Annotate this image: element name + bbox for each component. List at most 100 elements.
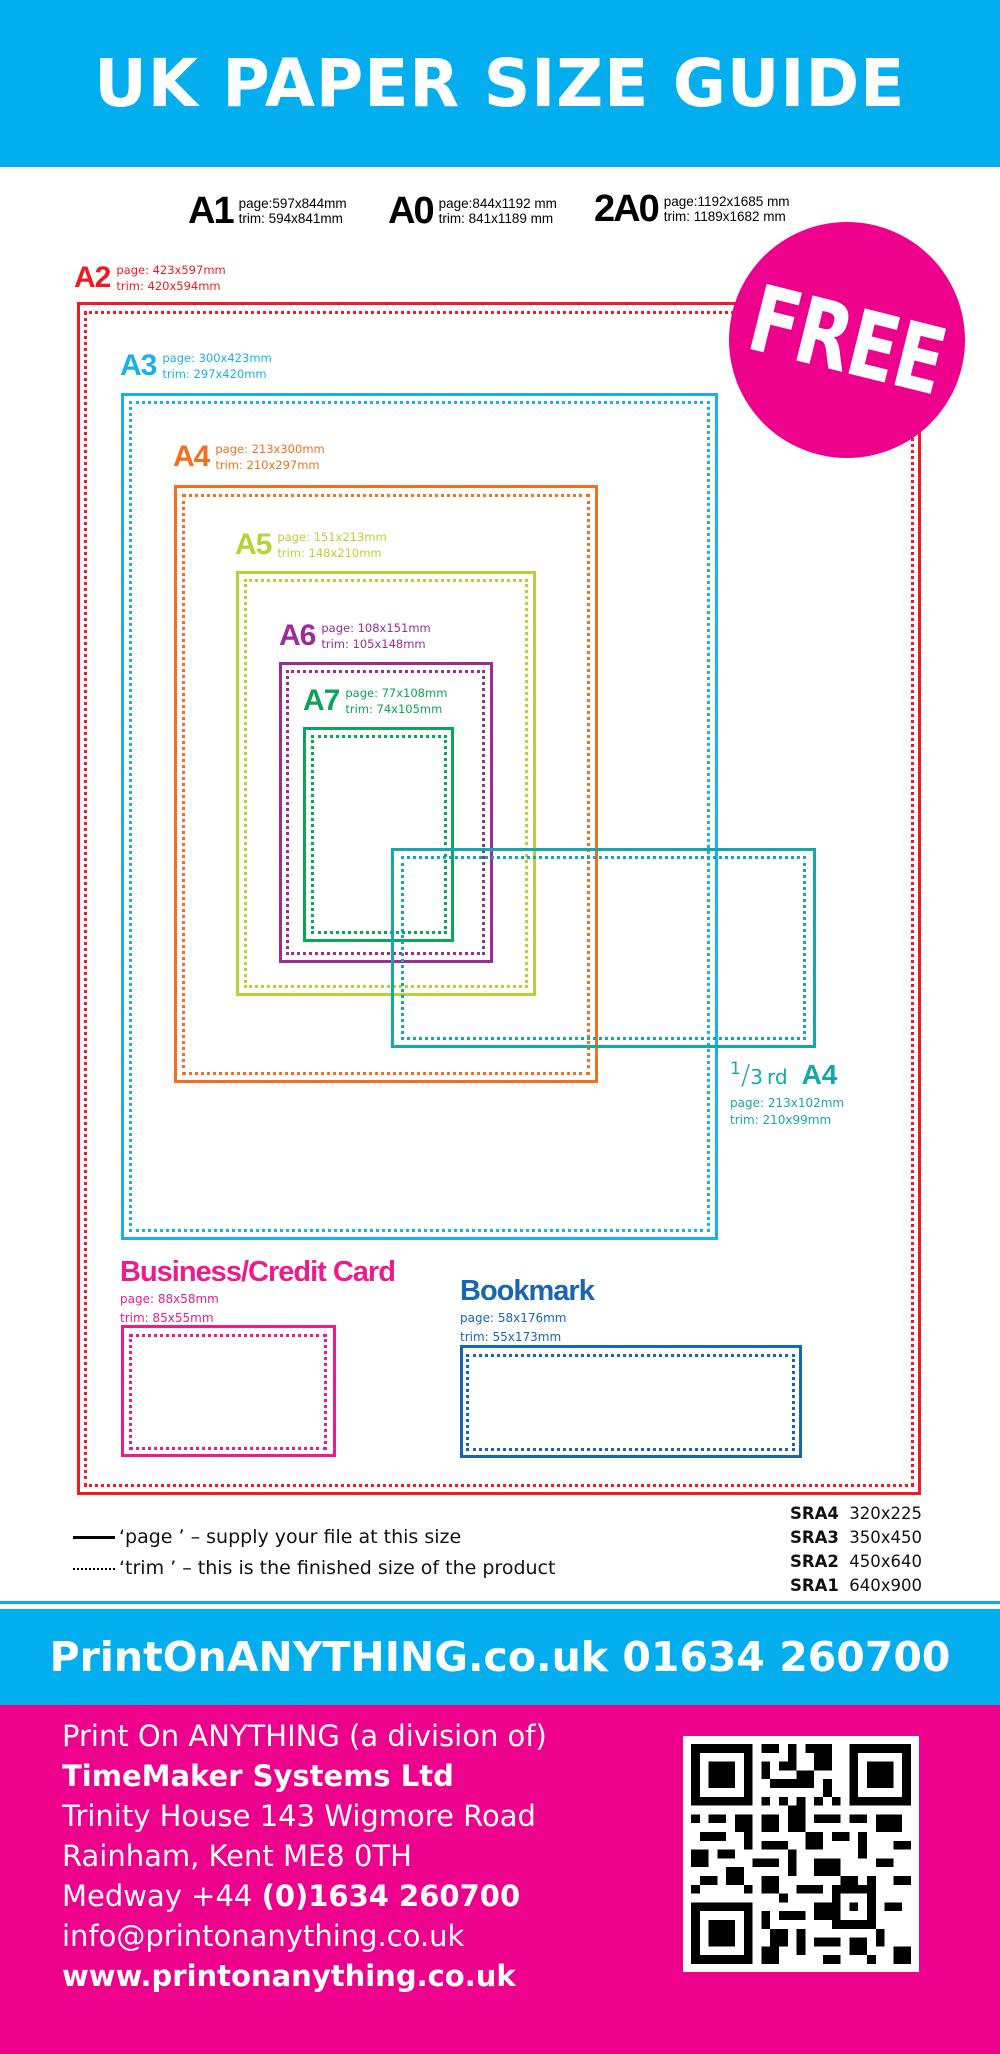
legend: ‘page ’ – supply your file at this size … (73, 1522, 555, 1584)
page-size: page:844x1192 mm (438, 196, 557, 211)
sra-size: 450x640 (849, 1552, 923, 1571)
page-size: page: 300x423mm (162, 351, 272, 365)
a7-trim-outline (311, 735, 447, 934)
phone-label: Medway +44 (62, 1879, 262, 1913)
trim-size: trim: 1189x1682 mm (663, 209, 786, 224)
sra-item: SRA2 450x640 (790, 1550, 922, 1574)
page-size: page: 151x213mm (277, 530, 387, 544)
label-a3: A3 page: 300x423mm trim: 297x420mm (120, 350, 272, 382)
fraction-slash: / (740, 1058, 751, 1091)
trim-size: trim: 210x297mm (215, 458, 320, 472)
town-address: Rainham, Kent ME8 0TH (62, 1839, 412, 1873)
business-card-trim-outline (129, 1334, 327, 1450)
a2-page-outline (77, 302, 921, 1495)
size-name: A1 (188, 190, 235, 232)
free-badge: FREE (729, 222, 965, 458)
contact-banner-text[interactable]: PrintOnANYTHING.co.uk 01634 260700 (49, 1633, 951, 1681)
legend-trim: ‘trim ’ – this is the finished size of t… (73, 1553, 555, 1584)
section-title: Business/Credit Card (120, 1256, 396, 1288)
third-a4-trim-outline (401, 856, 806, 1040)
label-a2: A2 page: 423x597mm trim: 420x594mm (74, 262, 226, 294)
label-a5: A5 page: 151x213mm trim: 148x210mm (235, 529, 387, 561)
sra-name: SRA1 (790, 1576, 839, 1595)
legend-trim-text: ‘trim ’ – this is the finished size of t… (119, 1557, 556, 1579)
size-name: A7 (303, 684, 340, 717)
legend-page-text: ‘page ’ – supply your file at this size (119, 1526, 462, 1548)
a4-trim-outline (182, 494, 590, 1075)
phone-line: Medway +44 (0)1634 260700 (62, 1876, 547, 1916)
page-title: UK PAPER SIZE GUIDE (94, 45, 906, 122)
website-link[interactable]: www.printonanything.co.uk (62, 1959, 516, 1993)
label-third-a4: 1 / 3 rd A4 page: 213x102mm trim: 210x99… (730, 1061, 844, 1129)
a5-page-outline (236, 571, 536, 996)
page-size: page: 58x176mm (460, 1311, 567, 1325)
a6-page-outline (279, 662, 493, 963)
trim-size: trim: 841x1189 mm (438, 211, 554, 226)
trim-size: trim: 85x55mm (120, 1311, 214, 1325)
a2-trim-outline (84, 311, 914, 1487)
fraction-numerator: 1 (730, 1059, 741, 1079)
sra-list: SRA4 320x225 SRA3 350x450 SRA2 450x640 S… (790, 1502, 922, 1598)
email-link[interactable]: info@printonanything.co.uk (62, 1919, 465, 1953)
label-a7: A7 page: 77x108mm trim: 74x105mm (303, 685, 447, 717)
a6-trim-outline (286, 670, 485, 955)
label-a4: A4 page: 213x300mm trim: 210x297mm (173, 441, 325, 473)
page-size: page: 213x102mm (730, 1096, 845, 1110)
section-title: Bookmark (460, 1275, 595, 1307)
a7-page-outline (303, 727, 454, 942)
size-name: A6 (279, 619, 316, 652)
street-address: Trinity House 143 Wigmore Road (62, 1799, 536, 1833)
a5-trim-outline (244, 579, 528, 988)
sra-name: SRA2 (790, 1552, 839, 1571)
sra-item: SRA4 320x225 (790, 1502, 922, 1526)
trim-size: trim: 297x420mm (162, 367, 267, 381)
trim-size: trim: 55x173mm (460, 1330, 562, 1344)
sra-size: 640x900 (849, 1576, 923, 1595)
size-name: A2 (74, 261, 111, 294)
label-business-card: Business/Credit Card page: 88x58mm trim:… (120, 1256, 396, 1328)
trim-size: trim: 420x594mm (116, 279, 221, 293)
bookmark-trim-outline (466, 1354, 795, 1451)
sra-name: SRA4 (790, 1504, 839, 1523)
qr-code-icon (691, 1744, 911, 1964)
page-size: page:597x844mm (238, 196, 347, 211)
a3-page-outline (121, 393, 718, 1240)
page-size: page: 88x58mm (120, 1292, 219, 1306)
page-size: page: 423x597mm (116, 263, 226, 277)
sra-name: SRA3 (790, 1528, 839, 1547)
divider-stripe (0, 1601, 1000, 1604)
fraction-suffix: rd (767, 1065, 788, 1089)
bookmark-page-outline (460, 1345, 802, 1458)
legend-page: ‘page ’ – supply your file at this size (73, 1522, 555, 1553)
size-name: A4 (173, 440, 210, 473)
trim-size: trim: 594x841mm (238, 211, 343, 226)
company-name: TimeMaker Systems Ltd (62, 1759, 454, 1793)
business-card-page-outline (121, 1325, 336, 1457)
a3-trim-outline (129, 401, 710, 1232)
sra-item: SRA3 350x450 (790, 1526, 922, 1550)
trim-size: trim: 148x210mm (277, 546, 382, 560)
address-line-1: Print On ANYTHING (a division of) (62, 1719, 547, 1753)
free-badge-text: FREE (738, 264, 956, 416)
page-size: page: 77x108mm (345, 686, 448, 700)
phone-number[interactable]: (0)1634 260700 (261, 1879, 521, 1913)
size-name: A3 (120, 349, 157, 382)
size-name: 2A0 (594, 188, 660, 230)
page-size: page: 213x300mm (215, 442, 325, 456)
trim-size: trim: 105x148mm (321, 637, 426, 651)
dotted-line-icon (73, 1567, 115, 1570)
size-name: A5 (235, 528, 272, 561)
qr-code[interactable] (683, 1736, 919, 1972)
sra-item: SRA1 640x900 (790, 1574, 922, 1598)
solid-line-icon (73, 1536, 115, 1539)
trim-size: trim: 210x99mm (730, 1113, 832, 1127)
fraction-denominator: 3 (750, 1065, 763, 1089)
contact-banner: PrintOnANYTHING.co.uk 01634 260700 (0, 1609, 1000, 1705)
trim-size: trim: 74x105mm (345, 702, 443, 716)
size-name: A0 (388, 190, 435, 232)
size-name: A4 (801, 1059, 838, 1090)
third-a4-page-outline (391, 848, 816, 1048)
